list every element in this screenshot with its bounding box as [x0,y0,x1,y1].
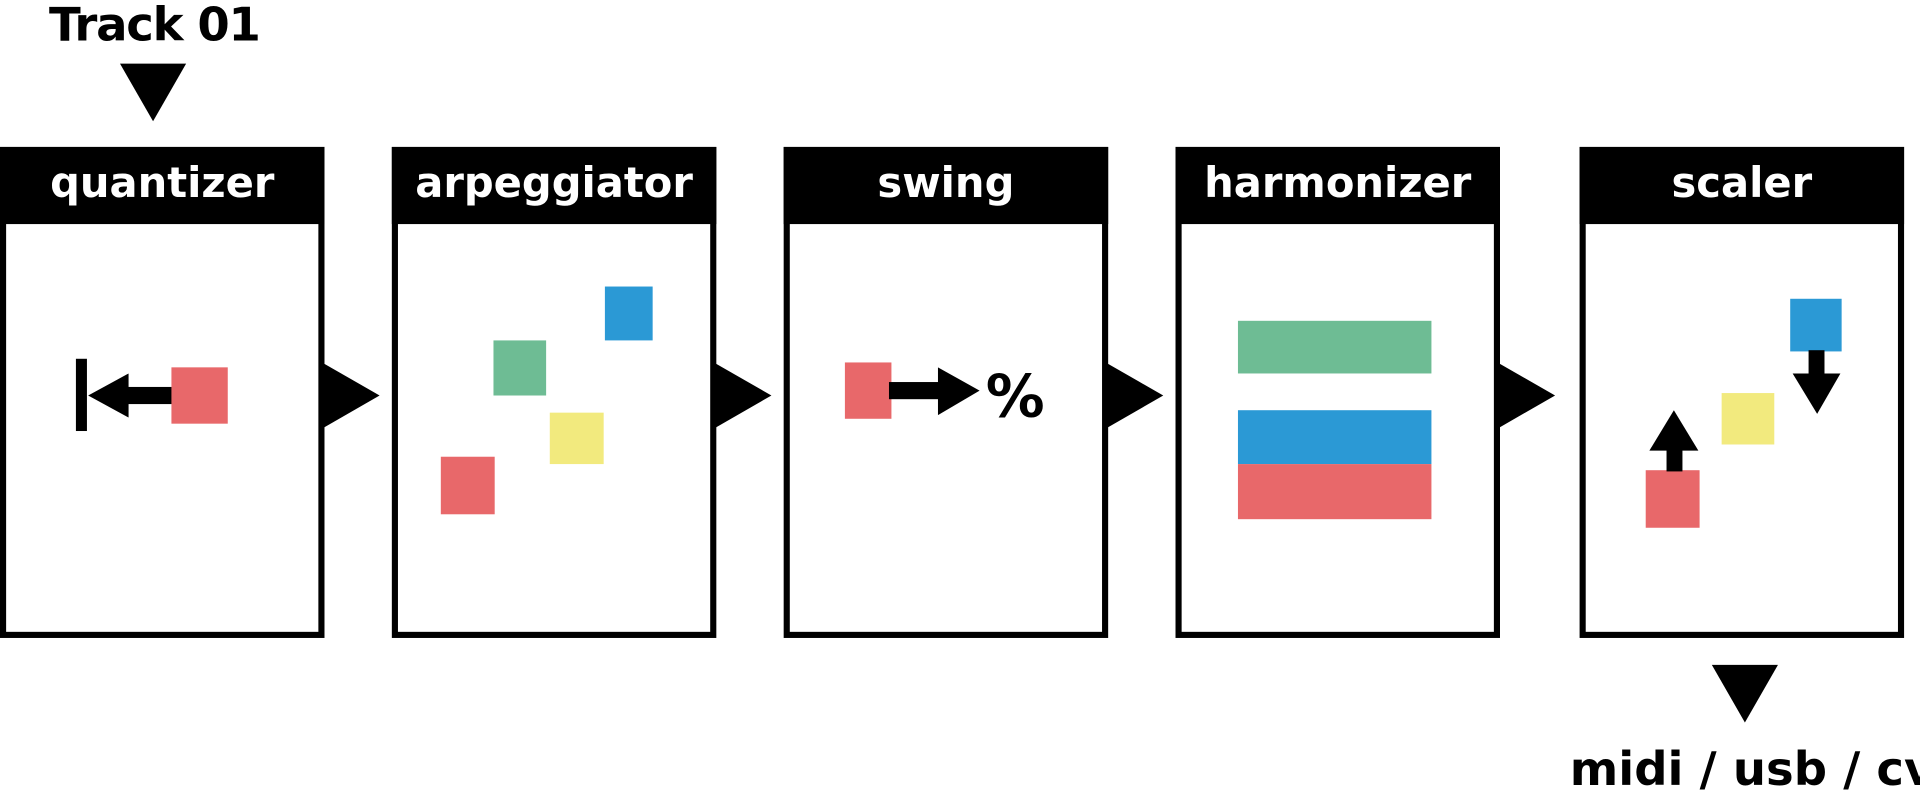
arrow-shaft [1666,449,1683,472]
output-destinations-label: midi / usb / cv [1569,742,1920,796]
note-bar-red [1237,464,1432,520]
note-block-red [844,362,892,419]
note-block-green [493,340,547,396]
flow-arrow-icon [1105,362,1164,429]
module-scaler: scaler [1579,146,1905,638]
module-title: harmonizer [1175,146,1501,225]
arrow-down-icon [1792,373,1841,414]
note-block-blue [604,286,653,341]
flow-arrow-icon [713,362,772,429]
module-harmonizer: harmonizer [1175,146,1501,638]
module-title: scaler [1579,146,1905,225]
module-title: swing [783,146,1109,225]
note-bar-green [1237,320,1432,374]
module-title: quantizer [0,146,325,225]
flow-arrow-icon [1497,362,1556,429]
input-arrow-icon [120,63,187,122]
input-track-label: Track 01 [48,0,261,52]
arrow-right-icon [937,367,980,416]
note-block-blue [1790,298,1842,352]
note-block-yellow [1721,393,1775,445]
arrow-up-icon [1649,410,1699,451]
arrow-shaft [888,382,943,400]
note-block-red [440,456,495,515]
arrow-shaft [122,386,174,405]
flow-arrow-icon [322,362,380,429]
note-bar-blue [1237,410,1432,465]
module-arpeggiator: arpeggiator [391,146,717,638]
arrow-shaft [1808,350,1825,375]
module-title: arpeggiator [391,146,717,225]
arrow-left-icon [88,373,129,418]
output-arrow-icon [1711,664,1778,723]
note-block-red [171,367,228,424]
quantize-grid-line-icon [75,358,87,432]
percent-icon: % [986,361,1045,430]
note-block-yellow [549,412,604,465]
note-block-red [1645,470,1700,528]
